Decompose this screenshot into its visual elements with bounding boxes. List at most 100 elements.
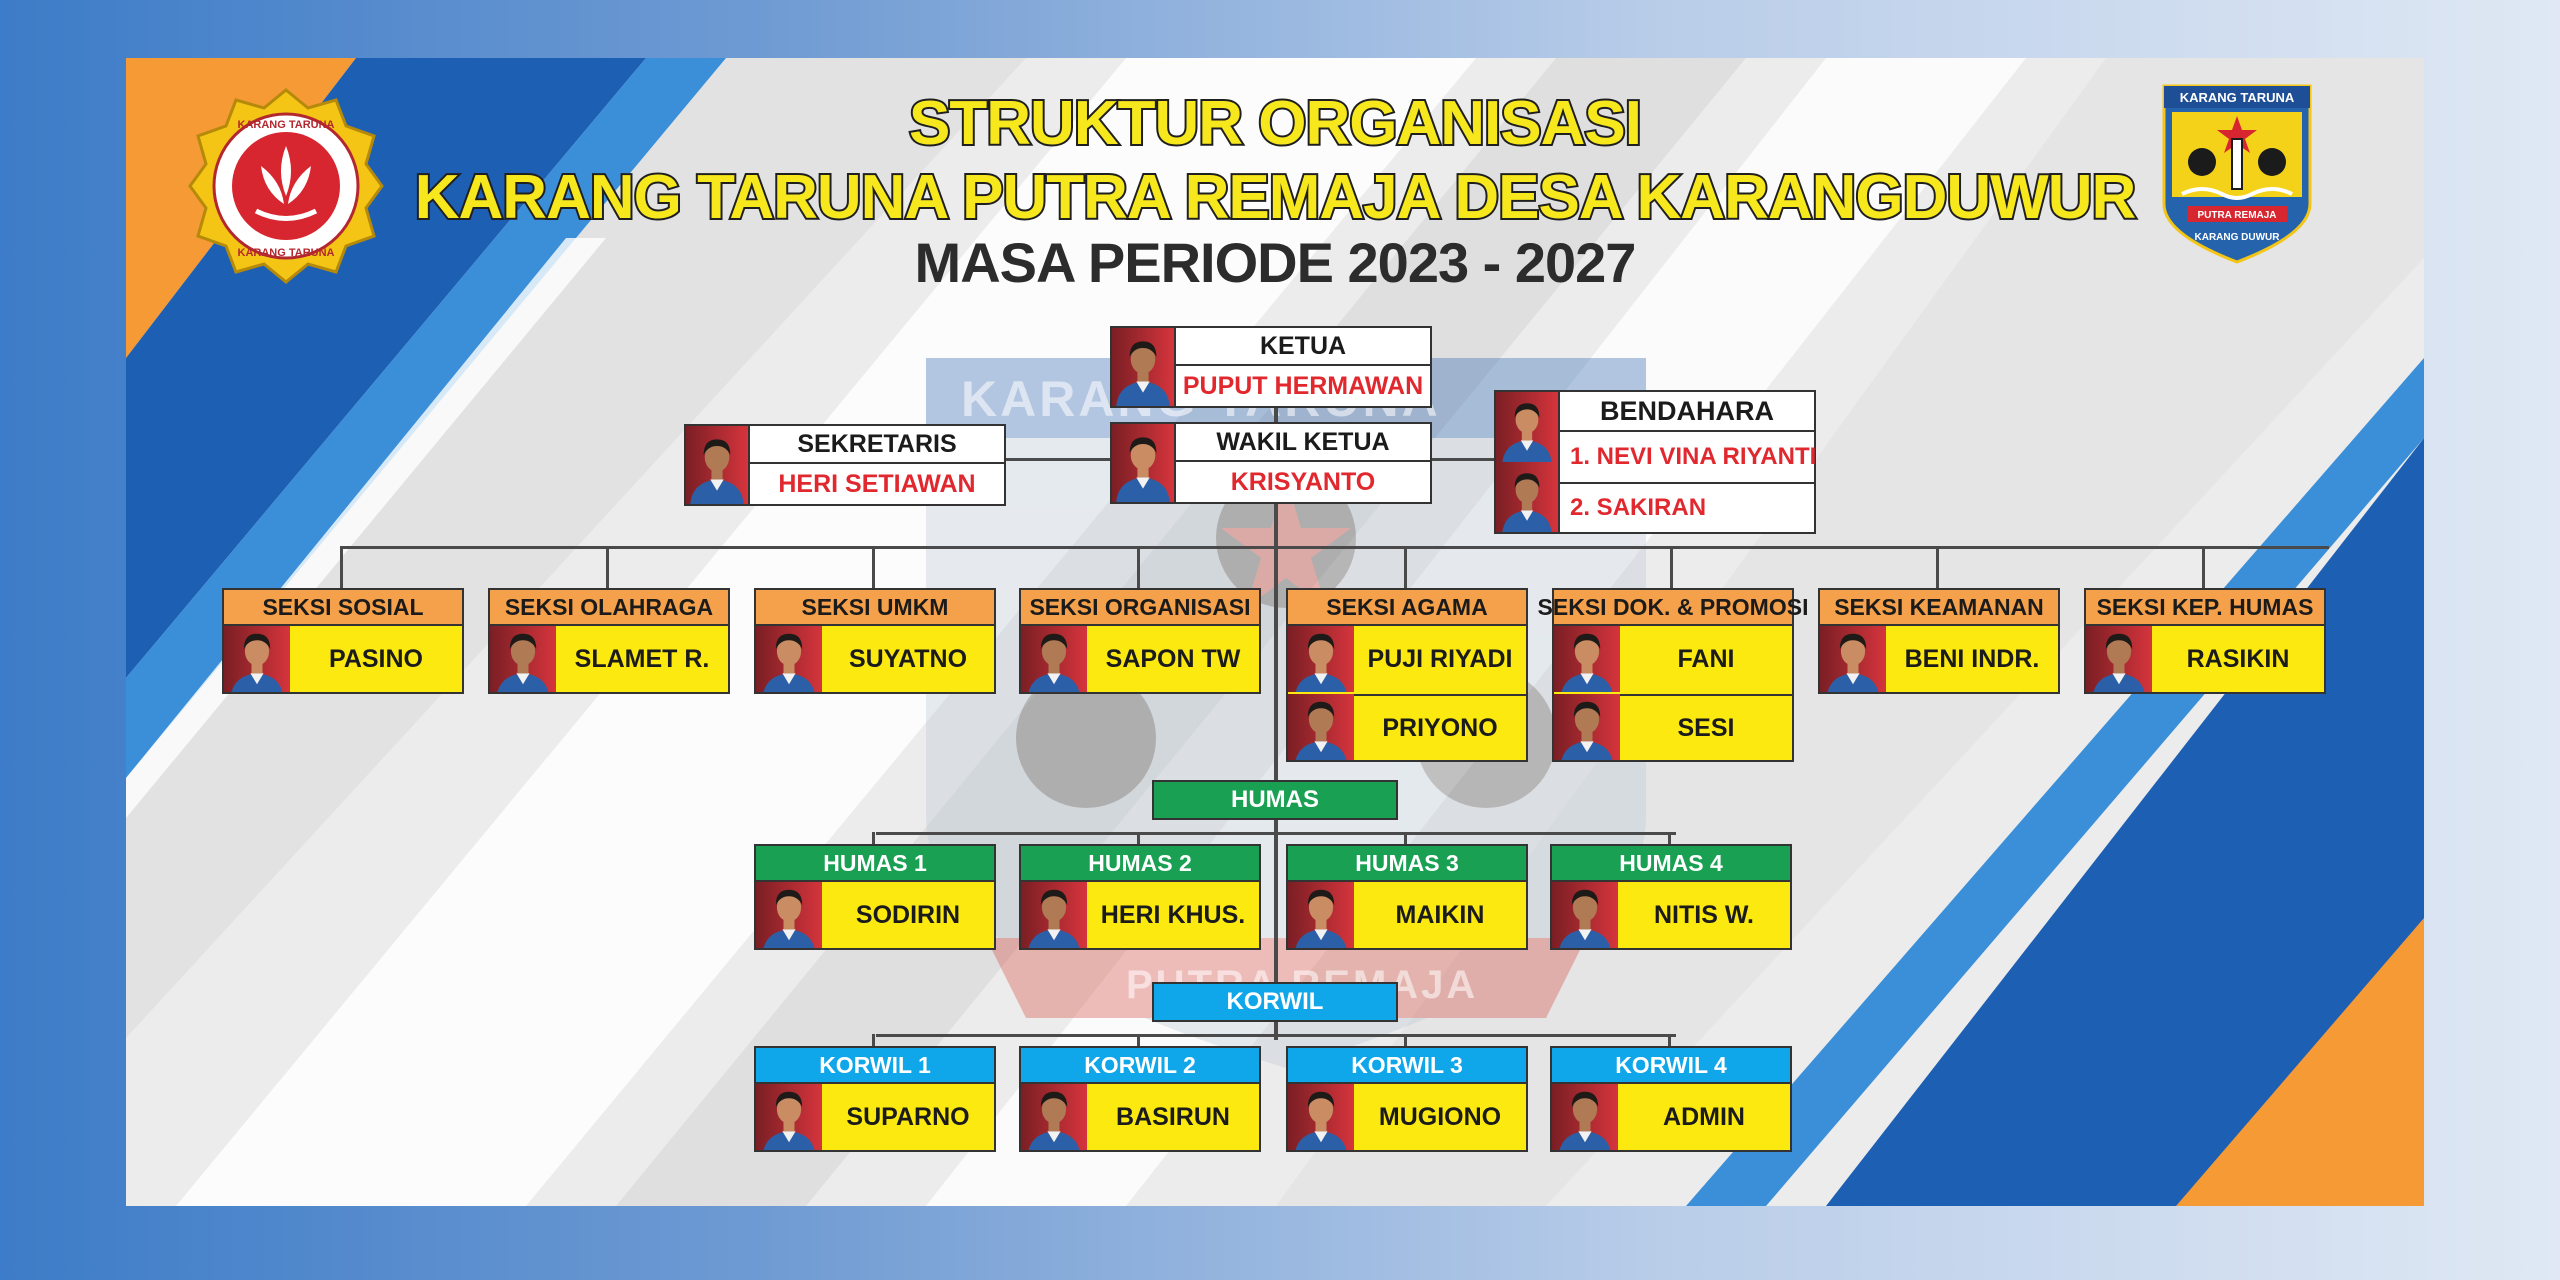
connector-seksi-stub [1137, 546, 1140, 590]
seksi-title: SEKSI KEP. HUMAS [2086, 590, 2324, 626]
shield-bottom-text: KARANG DUWUR [2195, 232, 2281, 243]
seksi-member-photo [490, 626, 556, 692]
seksi-member-name: SUYATNO [848, 644, 968, 673]
humas-title: HUMAS 3 [1288, 846, 1526, 882]
seksi-title: SEKSI AGAMA [1288, 590, 1526, 626]
seksi-member-name: PASINO [329, 644, 423, 673]
connector-seksi-stub [2202, 546, 2205, 590]
sekretaris-box-photo [686, 426, 748, 504]
seksi-member-photo [1288, 694, 1354, 760]
connector-korwil-stub [1668, 1034, 1671, 1046]
korwil-title: KORWIL 2 [1021, 1048, 1259, 1084]
connector-humas-stub [1668, 832, 1671, 844]
korwil-label: KORWIL [1152, 982, 1398, 1022]
humas-member-name: MAIKIN [1395, 900, 1485, 929]
connector-seksi-stub [1936, 546, 1939, 590]
korwil-box: KORWIL 1 SUPARNO [754, 1046, 996, 1152]
korwil-box: KORWIL 4 ADMIN [1550, 1046, 1792, 1152]
ketua-box-name: PUPUT HERMAWAN [1174, 366, 1430, 406]
seksi-title: SEKSI OLAHRAGA [490, 590, 728, 626]
seksi-member-photo [2086, 626, 2152, 692]
sekretaris-box-role: SEKRETARIS [748, 426, 1004, 464]
humas-box: HUMAS 4 NITIS W. [1550, 844, 1792, 950]
seksi-member-photo [1021, 626, 1087, 692]
seksi-member-photo [1288, 626, 1354, 692]
seksi-member-photo [224, 626, 290, 692]
humas-member-name: SODIRIN [855, 900, 961, 929]
connector-korwil-stub [1404, 1034, 1407, 1046]
korwil-member-name: SUPARNO [846, 1102, 970, 1131]
korwil-member-photo [1552, 1084, 1618, 1150]
connector-korwil-bar [876, 1034, 1676, 1037]
seksi-member-name: PUJI RIYADI [1367, 644, 1513, 673]
ketua-box-role: KETUA [1174, 328, 1430, 366]
connector-humas-stub [1137, 832, 1140, 844]
humas-member-name: HERI KHUS. [1100, 900, 1246, 929]
humas-box: HUMAS 2 HERI KHUS. [1019, 844, 1261, 950]
connector-seksi-stub [606, 546, 609, 590]
wakil-ketua-box-role: WAKIL KETUA [1174, 424, 1430, 462]
bendahara-name-2: 2. SAKIRAN [1558, 484, 1814, 532]
title-line-1: STRUKTUR ORGANISASI [907, 87, 1644, 160]
humas-member-name: NITIS W. [1654, 900, 1754, 929]
seksi-member-name: SAPON TW [1105, 644, 1241, 673]
korwil-member-name: ADMIN [1663, 1102, 1745, 1131]
seksi-box: SEKSI KEP. HUMAS RASIKIN [2084, 588, 2326, 694]
humas-member-photo [1288, 882, 1354, 948]
korwil-member-photo [756, 1084, 822, 1150]
humas-title: HUMAS 1 [756, 846, 994, 882]
connector-seksi-stub [1404, 546, 1407, 590]
bendahara-photo-2 [1496, 462, 1558, 532]
seksi-title: SEKSI KEAMANAN [1820, 590, 2058, 626]
humas-member-photo [1021, 882, 1087, 948]
shield-ribbon-text: PUTRA REMAJA [2197, 210, 2276, 221]
seksi-member-name: SESI [1620, 694, 1792, 760]
humas-title: HUMAS 4 [1552, 846, 1790, 882]
karang-taruna-seal-logo: KARANG TARUNA KARANG TARUNA [188, 88, 384, 284]
humas-box: HUMAS 1 SODIRIN [754, 844, 996, 950]
putra-remaja-shield-logo: KARANG TARUNA PUTRA REMAJA KARANG DUWUR [2162, 84, 2312, 264]
humas-label: HUMAS [1152, 780, 1398, 820]
connector-humas-stub [872, 832, 875, 844]
seksi-member-photo [1554, 626, 1620, 692]
korwil-member-photo [1021, 1084, 1087, 1150]
seksi-box: SEKSI UMKM SUYATNO [754, 588, 996, 694]
seksi-member-name: RASIKIN [2186, 644, 2290, 673]
humas-title: HUMAS 2 [1021, 846, 1259, 882]
seksi-member-photo [756, 626, 822, 692]
korwil-member-photo [1288, 1084, 1354, 1150]
seksi-title: SEKSI ORGANISASI [1021, 590, 1259, 626]
seksi-member-photo [1820, 626, 1886, 692]
orange-corner-bottom-right [2176, 918, 2424, 1206]
bendahara-photo-1 [1496, 392, 1558, 462]
title-line-3: MASA PERIODE 2023 - 2027 [914, 231, 1637, 294]
connector-seksi-stub [1670, 546, 1673, 590]
humas-member-photo [756, 882, 822, 948]
korwil-title: KORWIL 1 [756, 1048, 994, 1084]
connector-korwil-stub [872, 1034, 875, 1046]
seal-top-text: KARANG TARUNA [238, 119, 335, 131]
seksi-member-name: SLAMET R. [574, 644, 710, 673]
sekretaris-box-name: HERI SETIAWAN [748, 464, 1004, 504]
seksi-title: SEKSI DOK. & PROMOSI [1538, 590, 1808, 626]
korwil-member-name: MUGIONO [1378, 1102, 1502, 1131]
humas-box: HUMAS 3 MAIKIN [1286, 844, 1528, 950]
korwil-title: KORWIL 4 [1552, 1048, 1790, 1084]
connector-seksi-stub [340, 546, 343, 590]
seksi-box: SEKSI ORGANISASI SAPON TW [1019, 588, 1261, 694]
shield-banner-text: KARANG TARUNA [2180, 90, 2295, 105]
bendahara-role: BENDAHARA [1558, 392, 1814, 432]
wakil-ketua-box-name: KRISYANTO [1174, 462, 1430, 502]
connector-seksi-stub [872, 546, 875, 590]
seksi-title: SEKSI UMKM [756, 590, 994, 626]
wakil-ketua-box-photo [1112, 424, 1174, 502]
connector-humas-stub [1404, 832, 1407, 844]
